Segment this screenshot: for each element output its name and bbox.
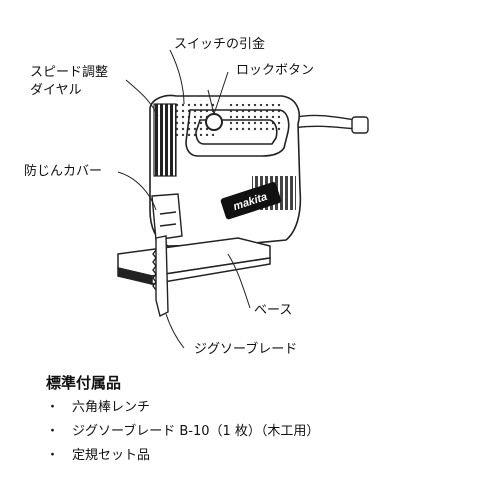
accessory-item: ・ジグソーブレード B-10（1 枚）（木工用） (46, 420, 466, 444)
jigsaw-blade-shape (152, 235, 169, 318)
accessories-title: 標準付属品 (46, 374, 122, 392)
label-switch-trigger: スイッチの引金 (174, 37, 266, 52)
speed-dial (153, 103, 177, 177)
bullet: ・ (46, 448, 60, 463)
base-plate-shape (117, 237, 271, 285)
label-dust-cover: 防じんカバー (24, 164, 103, 179)
accessory-hex-wrench: 六角棒レンチ (72, 400, 151, 415)
jigsaw-illustration: makita (117, 49, 369, 349)
label-jigsaw-blade: ジグソーブレード (194, 342, 298, 357)
leader-lines (117, 49, 251, 349)
dust-cover-shape (151, 193, 183, 241)
label-base: ベース (254, 303, 293, 318)
label-lock-button: ロックボタン (236, 63, 315, 78)
accessory-item: ・六角棒レンチ (46, 396, 466, 420)
bullet: ・ (46, 424, 60, 439)
brand-badge: makita (220, 182, 282, 220)
lock-button-shape (205, 113, 223, 131)
accessory-jigsaw-blade: ジグソーブレード B-10（1 枚）（木工用） (72, 424, 320, 439)
power-cord (291, 114, 369, 134)
accessory-item: ・定規セット品 (46, 444, 466, 468)
accessory-ruler-set: 定規セット品 (72, 448, 151, 463)
bullet: ・ (46, 400, 60, 415)
label-speed-dial-line1: スピード調整 (30, 65, 109, 80)
standard-accessories: 標準付属品 ・六角棒レンチ ・ジグソーブレード B-10（1 枚）（木工用） ・… (46, 372, 466, 468)
top-vent-right (228, 104, 284, 132)
jigsaw-diagram: makita スイッチの引金 ロックボタン スピード調整 ダイヤル 防じんカバ (24, 37, 369, 357)
label-speed-dial-line2: ダイヤル (30, 83, 82, 98)
